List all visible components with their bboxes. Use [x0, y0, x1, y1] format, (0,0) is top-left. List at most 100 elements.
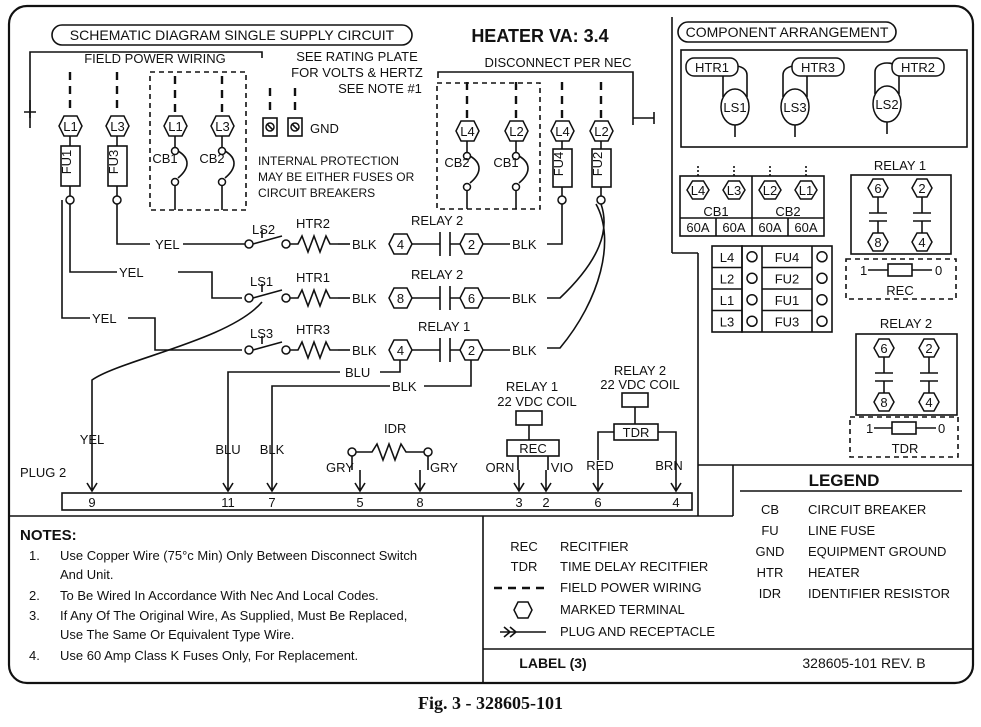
- gnd-label: GND: [310, 121, 339, 136]
- breaker-rating: 60A: [758, 220, 781, 235]
- coil-title: RELAY 1: [506, 379, 558, 394]
- symbol-desc: MARKED TERMINAL: [560, 602, 685, 617]
- plug-wire-color: YEL: [80, 432, 105, 447]
- heater-label: HTR1: [695, 60, 729, 75]
- legend-desc: HEATER: [808, 565, 860, 580]
- legend-abbr: HTR: [757, 565, 784, 580]
- breaker-terminal: L3: [727, 183, 741, 198]
- wire-color: BLK: [352, 343, 377, 358]
- plug-pin: 11: [221, 495, 235, 510]
- relay-terminal: 6: [880, 341, 887, 356]
- limit-switch: LS3: [250, 326, 273, 341]
- relay-terminal: 6: [468, 291, 475, 306]
- relay-terminal: 8: [874, 235, 881, 250]
- wire-color: BLK: [352, 291, 377, 306]
- relay-terminal: 6: [874, 181, 881, 196]
- breaker-label: CB2: [775, 204, 800, 219]
- terminal-label: L4: [460, 124, 474, 139]
- left-fuse-column: L1 FU1 L3 FU3: [58, 115, 130, 205]
- plug-wire-color: VIO: [551, 460, 573, 475]
- breaker-rating: 60A: [794, 220, 817, 235]
- heater-label: HTR3: [296, 322, 330, 337]
- wire-color: YEL: [155, 237, 180, 252]
- heater-assembly: [680, 49, 968, 148]
- terminal-label: L2: [594, 124, 608, 139]
- terminal-label: L3: [110, 119, 124, 134]
- relay-terminal: 8: [880, 395, 887, 410]
- field-power-wiring-label: FIELD POWER WIRING: [84, 51, 226, 66]
- plug-wire-color: BLK: [260, 442, 285, 457]
- plug-pin: 9: [88, 495, 95, 510]
- wire-color: BLK: [512, 343, 537, 358]
- left-breakers: L1 CB1 L3 CB2: [152, 115, 235, 210]
- plug-pin: 5: [356, 495, 363, 510]
- relay-terminal: 8: [397, 291, 404, 306]
- fuse-line: L3: [720, 314, 734, 329]
- coil-title: 22 VDC COIL: [600, 377, 679, 392]
- relay-pin: 0: [938, 421, 945, 436]
- note-num: 2.: [29, 588, 40, 603]
- limit-switch: LS2: [252, 222, 275, 237]
- note-line: Use 60 Amp Class K Fuses Only, For Repla…: [60, 648, 358, 663]
- legend-abbr: GND: [756, 544, 785, 559]
- fuse-label: FU2: [775, 271, 800, 286]
- relay-terminal: 2: [925, 341, 932, 356]
- plug-pin: 8: [416, 495, 423, 510]
- relay-terminal: 2: [468, 237, 475, 252]
- fuse-label: FU4: [551, 152, 566, 177]
- heater-label: HTR1: [296, 270, 330, 285]
- rating-note-line: SEE RATING PLATE: [296, 49, 418, 64]
- heater-label: HTR3: [801, 60, 835, 75]
- legend-desc: EQUIPMENT GROUND: [808, 544, 946, 559]
- symbol-abbr: REC: [510, 539, 537, 554]
- breaker-terminal: L4: [691, 183, 705, 198]
- wire-color: BLK: [512, 291, 537, 306]
- wire-color: YEL: [92, 311, 117, 326]
- plug-wire-color: GRY: [326, 460, 354, 475]
- limit-switch-label: LS2: [875, 97, 898, 112]
- legend-abbr: FU: [761, 523, 778, 538]
- legend-desc: LINE FUSE: [808, 523, 876, 538]
- notes-title: NOTES:: [20, 527, 77, 544]
- relay-terminal: 4: [397, 343, 404, 358]
- plug-wire-color: RED: [586, 458, 613, 473]
- wire-color: BLK: [352, 237, 377, 252]
- symbol-legend: REC RECITFIER TDR TIME DELAY RECITFIER F…: [494, 539, 715, 639]
- plug-wire-color: GRY: [430, 460, 458, 475]
- note-line: Use The Same Or Equivalent Type Wire.: [60, 627, 294, 642]
- symbol-desc: PLUG AND RECEPTACLE: [560, 624, 715, 639]
- right-breakers: L4 CB2 L2 CB1: [444, 120, 529, 209]
- fuse-line: L2: [720, 271, 734, 286]
- note-num: 3.: [29, 608, 40, 623]
- plug-wire-color: BRN: [655, 458, 682, 473]
- heater-row: YEL LS2 HTR2 BLK 4 RELAY 2 2 BLK: [155, 213, 537, 256]
- tdr-label: TDR: [623, 425, 650, 440]
- relay1-coil: RELAY 1 22 VDC COIL REC: [497, 379, 577, 470]
- relay-label: RELAY 2: [411, 213, 463, 228]
- limit-switch: LS1: [250, 274, 273, 289]
- rating-note-line: SEE NOTE #1: [338, 81, 422, 96]
- coil-title: 22 VDC COIL: [497, 394, 576, 409]
- fuse-label: FU4: [775, 250, 800, 265]
- internal-protection-line: INTERNAL PROTECTION: [258, 154, 399, 168]
- relay-title: RELAY 2: [880, 316, 932, 331]
- fuse-label: FU3: [106, 150, 121, 175]
- legend-abbr: IDR: [759, 586, 781, 601]
- relay-pin: 0: [935, 263, 942, 278]
- rec-label: REC: [886, 283, 913, 298]
- relay-terminal: 2: [468, 343, 475, 358]
- breaker-rating: 60A: [686, 220, 709, 235]
- note-num: 4.: [29, 648, 40, 663]
- relay-terminal: 4: [397, 237, 404, 252]
- legend-abbr: CB: [761, 502, 779, 517]
- relay-title: RELAY 1: [874, 158, 926, 173]
- fuse-line: L1: [720, 293, 734, 308]
- legend-desc: CIRCUIT BREAKER: [808, 502, 926, 517]
- wire-color: YEL: [119, 265, 144, 280]
- relay-pin: 1: [860, 263, 867, 278]
- relay-terminal: 4: [918, 235, 925, 250]
